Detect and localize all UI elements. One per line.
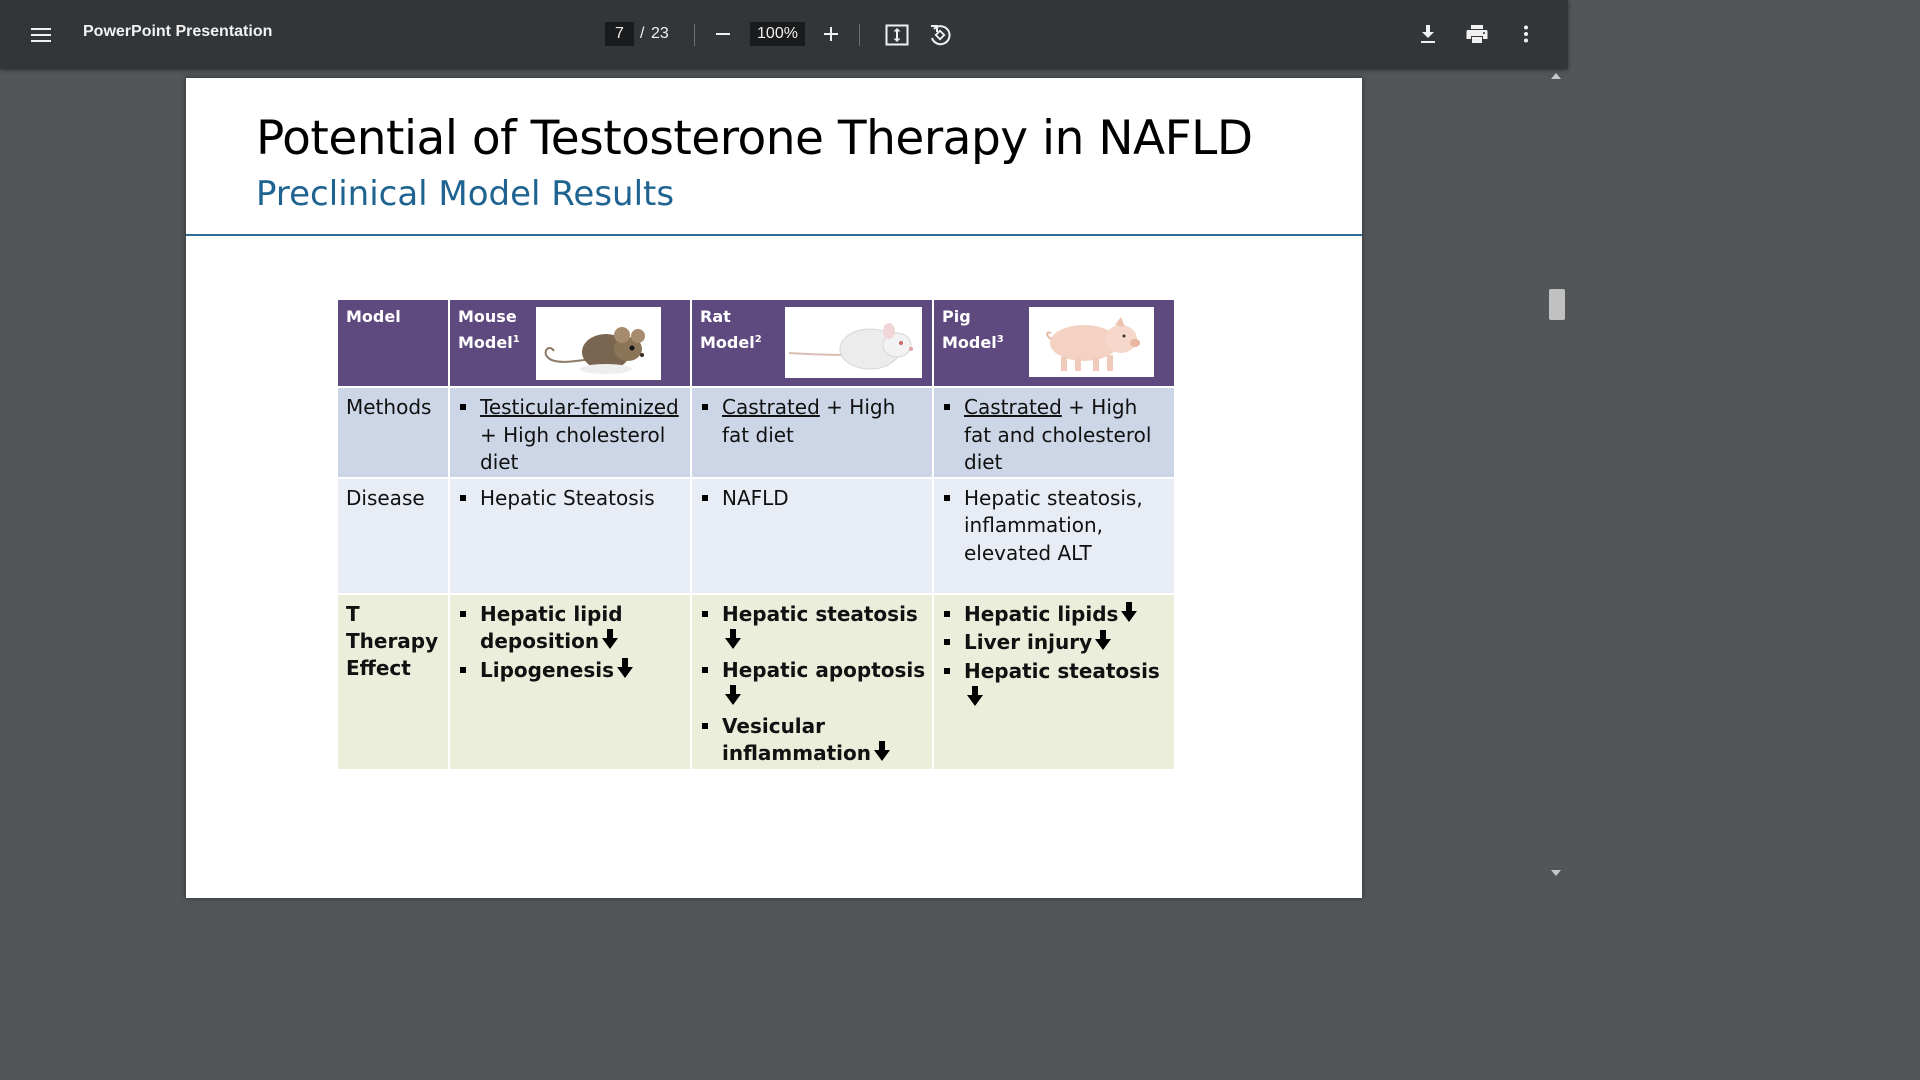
down-arrow-icon (725, 629, 741, 657)
print-button[interactable] (1458, 15, 1496, 53)
page-separator: / (640, 25, 645, 42)
toolbar-divider (694, 24, 695, 46)
more-vert-icon (1524, 25, 1528, 43)
down-arrow-icon (617, 657, 634, 686)
header-rat-label: Rat Model2 (700, 307, 762, 352)
hamburger-menu-icon (31, 28, 51, 42)
methods-label-cell: Methods (336, 386, 450, 479)
page-number-input[interactable] (605, 22, 634, 46)
list-item: Testicular-feminized + High cholesterol … (460, 394, 686, 477)
effect-label-cell: T Therapy Effect (336, 592, 450, 771)
print-icon (1466, 25, 1488, 43)
list-item: Liver injury (944, 629, 1170, 658)
down-arrow-icon (873, 741, 890, 769)
down-arrow-icon (1121, 601, 1138, 630)
menu-button[interactable] (22, 16, 60, 54)
header-pig: Pig Model3 (932, 298, 1176, 388)
reference-superscript: 3 (996, 334, 1004, 345)
zoom-in-button[interactable] (813, 16, 849, 52)
fit-to-page-icon (885, 24, 909, 46)
disease-pig-cell: Hepatic steatosis, inflammation, elevate… (932, 476, 1176, 595)
slide-subtitle: Preclinical Model Results (256, 174, 675, 214)
document-title: PowerPoint Presentation (83, 23, 273, 40)
header-pig-label: Pig Model3 (942, 307, 1004, 352)
scrollbar-thumb[interactable] (1549, 289, 1565, 320)
list-item: Lipogenesis (460, 657, 686, 686)
list-item: Hepatic Steatosis (460, 485, 686, 513)
list-item: Hepatic lipid deposition (460, 601, 686, 657)
list-item: Hepatic steatosis (702, 601, 928, 657)
reference-superscript: 2 (754, 334, 762, 345)
download-icon (1421, 25, 1435, 43)
pdf-toolbar: PowerPoint Presentation / 23 (0, 0, 1568, 69)
disease-mouse-cell: Hepatic Steatosis (448, 476, 692, 595)
list-item: NAFLD (702, 485, 928, 513)
rotate-icon (931, 25, 951, 46)
rotate-button[interactable] (921, 16, 959, 54)
header-model-label: Model (346, 307, 401, 326)
download-button[interactable] (1409, 15, 1447, 53)
page-total: 23 (651, 25, 669, 42)
disease-rat-cell: NAFLD (690, 476, 934, 595)
table-row-methods: Methods Testicular-feminized + High chol… (336, 386, 1176, 479)
table-row-disease: Disease Hepatic Steatosis NAFLD Hepatic … (336, 476, 1176, 595)
header-mouse-label: Mouse Model1 (458, 307, 520, 352)
pig-photo (1029, 307, 1154, 377)
list-item: Hepatic steatosis, inflammation, elevate… (944, 485, 1170, 568)
toolbar-divider (859, 24, 860, 46)
list-item: Castrated + High fat diet (702, 394, 928, 449)
mouse-photo (536, 307, 661, 380)
row-label: T Therapy Effect (346, 601, 439, 680)
disease-label-cell: Disease (336, 476, 450, 595)
list-item: Hepatic steatosis (944, 658, 1170, 714)
rat-photo (785, 307, 922, 378)
zoom-level-input[interactable] (750, 22, 805, 46)
down-arrow-icon (602, 629, 619, 657)
row-label: Methods (346, 395, 432, 419)
plus-icon (824, 27, 838, 41)
vertical-scrollbar[interactable] (1547, 69, 1568, 882)
down-arrow-icon (1095, 630, 1112, 658)
slide-title: Potential of Testosterone Therapy in NAF… (256, 111, 1253, 166)
methods-pig-cell: Castrated + High fat and cholesterol die… (932, 386, 1176, 479)
methods-rat-cell: Castrated + High fat diet (690, 386, 934, 479)
list-item: Vesicular inflammation (702, 713, 928, 769)
more-actions-button[interactable] (1507, 15, 1545, 53)
header-model: Model (336, 298, 450, 388)
list-item: Hepatic lipids (944, 601, 1170, 630)
methods-mouse-cell: Testicular-feminized + High cholesterol … (448, 386, 692, 479)
down-arrow-icon (967, 686, 983, 714)
fit-to-page-button[interactable] (878, 16, 916, 54)
header-rat: Rat Model2 (690, 298, 934, 388)
table-header-row: Model Mouse Model1 (336, 298, 1176, 388)
scroll-up-arrow-icon[interactable] (1551, 73, 1561, 79)
title-divider (186, 234, 1362, 236)
table-row-effect: T Therapy Effect Hepatic lipid depositio… (336, 592, 1176, 771)
zoom-out-button[interactable] (705, 16, 741, 52)
minus-icon (716, 33, 730, 35)
list-item: Hepatic apoptosis (702, 657, 928, 713)
down-arrow-icon (725, 685, 741, 713)
models-table: Model Mouse Model1 (336, 298, 1176, 771)
header-mouse: Mouse Model1 (448, 298, 692, 388)
scroll-down-arrow-icon[interactable] (1551, 870, 1561, 876)
list-item: Castrated + High fat and cholesterol die… (944, 394, 1170, 477)
pdf-page: Potential of Testosterone Therapy in NAF… (186, 78, 1362, 898)
reference-superscript: 1 (512, 334, 520, 345)
row-label: Disease (346, 485, 425, 510)
